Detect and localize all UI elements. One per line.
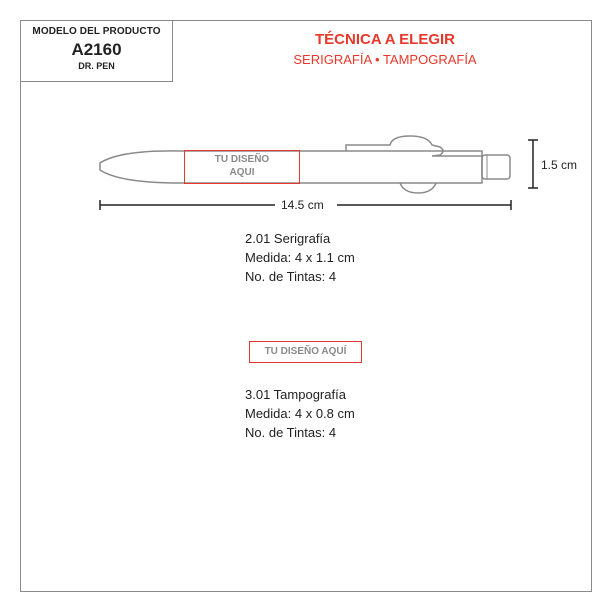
model-code: A2160 xyxy=(71,40,122,59)
technique-subtitle: SERIGRAFÍA • TAMPOGRAFÍA xyxy=(293,52,477,67)
spec-tampografia-inks: No. de Tintas: 4 xyxy=(245,425,337,440)
spec-tampografia: 3.01 Tampografía Medida: 4 x 0.8 cm No. … xyxy=(245,385,355,442)
spec-tampografia-title: 3.01 Tampografía xyxy=(245,387,346,402)
spec-tampografia-size: Medida: 4 x 0.8 cm xyxy=(245,406,355,421)
technique-title: TÉCNICA A ELEGIR xyxy=(314,31,455,48)
height-label: 1.5 cm xyxy=(541,158,578,172)
length-dimension-line xyxy=(99,200,512,210)
design-area-tampografia: TU DISEÑO AQUÍ xyxy=(249,341,362,363)
spec-serigrafia-inks: No. de Tintas: 4 xyxy=(245,269,337,284)
pen-button-outline xyxy=(481,154,511,180)
spec-serigrafia: 2.01 Serigrafía Medida: 4 x 1.1 cm No. d… xyxy=(245,229,355,286)
spec-serigrafia-size: Medida: 4 x 1.1 cm xyxy=(245,250,355,265)
pen-clip-outline xyxy=(345,135,482,157)
design-area-line1: TU DISEÑO xyxy=(214,154,270,165)
pen-body-outline xyxy=(99,150,483,184)
model-label: MODELO DEL PRODUCTO xyxy=(32,26,161,37)
design-area-serigrafia: TU DISEÑO AQUI xyxy=(184,150,300,184)
design-area-label: TU DISEÑO AQUÍ xyxy=(264,346,347,357)
design-area-line2: AQUI xyxy=(229,167,255,178)
height-dimension-line xyxy=(528,139,538,189)
length-label: 14.5 cm xyxy=(281,198,324,212)
spec-serigrafia-title: 2.01 Serigrafía xyxy=(245,231,331,246)
pen-grip-outline xyxy=(399,182,437,194)
model-info-box: MODELO DEL PRODUCTO A2160 DR. PEN xyxy=(20,20,173,82)
model-name: DR. PEN xyxy=(78,61,115,71)
page-frame xyxy=(20,20,592,592)
